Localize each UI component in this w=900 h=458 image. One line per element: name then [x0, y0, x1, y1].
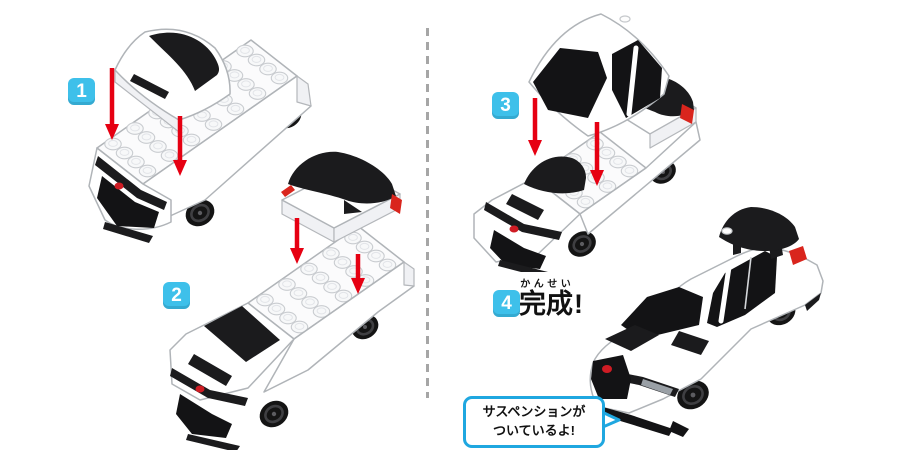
rear-spoiler-piece [281, 151, 402, 243]
step-1-badge: 1 [68, 78, 95, 105]
stud-grid [256, 231, 397, 334]
rear-bumper-trim [805, 293, 821, 311]
rear-wing [719, 207, 799, 259]
hood-scoop [605, 325, 659, 351]
step-3-badge: 3 [492, 92, 519, 119]
chassis-base [88, 39, 312, 243]
dashed-divider-line [426, 28, 429, 398]
completion-furigana: せい [546, 279, 573, 290]
step-4-badge: 4 [493, 290, 520, 317]
step3-illustration [473, 13, 701, 272]
wheel-icon [259, 314, 379, 428]
cowl [671, 331, 709, 355]
honda-logo [602, 365, 612, 373]
down-arrow-icon [351, 254, 365, 294]
completion-furigana: かん [519, 279, 546, 290]
antenna-icon [721, 227, 733, 235]
honda-logo [114, 182, 124, 190]
completion-label: 完かん 成せい ! [519, 279, 583, 318]
completion-exclamation: ! [574, 289, 583, 319]
step-2-badge: 2 [163, 282, 190, 309]
chassis-with-hood-and-spoiler [473, 77, 701, 272]
taillight [789, 246, 807, 265]
completion-kanji: 完 [519, 289, 546, 319]
down-arrow-icon [528, 98, 542, 156]
step1-illustration [88, 28, 312, 243]
speech-bubble: サスペンションが ついているよ! [463, 396, 605, 448]
down-arrow-icon [590, 122, 604, 186]
windshield [621, 287, 703, 339]
finished-car [587, 207, 824, 437]
stud-grid [104, 44, 289, 178]
completion-kanji: 成 [546, 289, 573, 319]
honda-logo [195, 385, 205, 393]
hood-piece [114, 28, 231, 133]
antenna-icon [619, 15, 631, 23]
step2-illustration [169, 151, 415, 450]
speech-bubble-line: ついているよ! [493, 422, 575, 438]
front-splitter [587, 403, 689, 437]
headlight-lens [641, 379, 673, 395]
grille [591, 355, 631, 399]
down-arrow-icon [105, 68, 119, 140]
down-arrow-icon [173, 116, 187, 176]
honda-logo [509, 225, 519, 233]
down-arrow-icon [290, 218, 304, 264]
chassis-with-hood [169, 225, 415, 450]
speech-bubble-line: サスペンションが [482, 404, 586, 419]
cabin-roof-piece [528, 13, 670, 137]
